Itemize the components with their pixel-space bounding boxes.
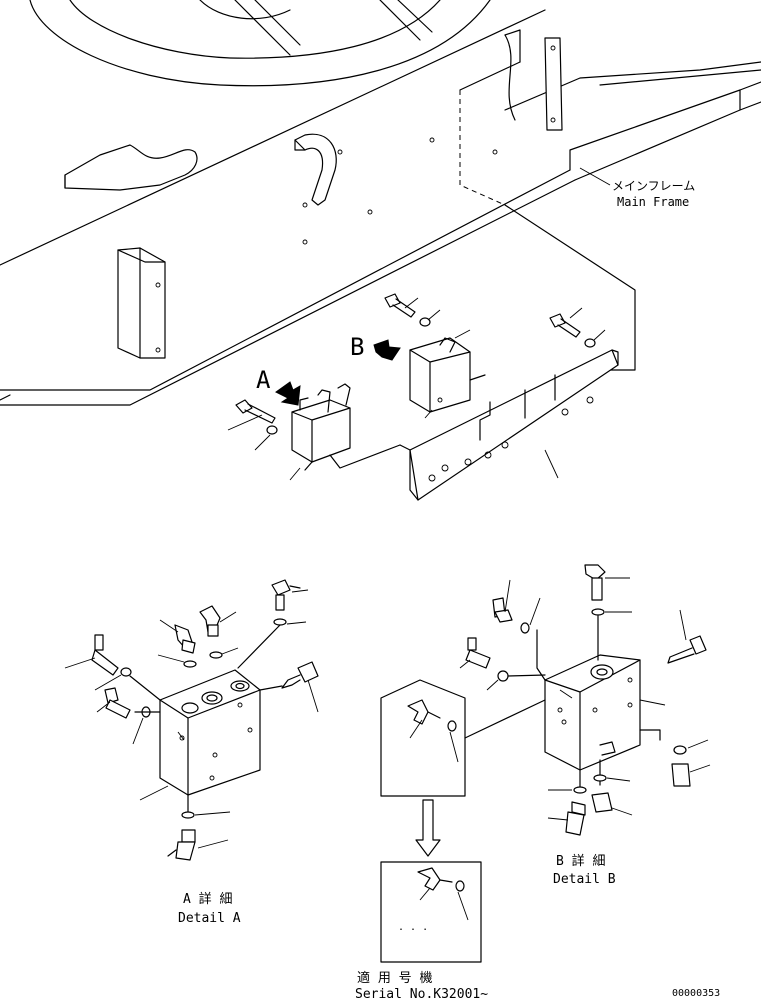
- main-frame-outline: [0, 0, 761, 406]
- main-frame-label-en: Main Frame: [617, 195, 689, 209]
- detail-b-fitting-top: [584, 564, 632, 661]
- serial-variant-box: . . .: [380, 861, 482, 963]
- bolt-a-upper: [227, 399, 278, 451]
- serial-label-en: Serial No.K32001~: [355, 987, 488, 1000]
- detail-a-valve-block: [139, 669, 261, 816]
- detail-b-label: B 詳 細 Detail B: [553, 853, 616, 887]
- variant-callout: [380, 679, 546, 797]
- detail-b-valve-block: [544, 654, 666, 791]
- detail-b-label-en: Detail B: [553, 872, 616, 887]
- valve-block-a: [289, 383, 411, 481]
- arrow-b: B: [350, 333, 401, 361]
- letter-b: B: [350, 333, 364, 361]
- drawing-number: 00000353: [672, 988, 720, 999]
- detail-a-label-jp: A 詳 細: [183, 891, 232, 907]
- detail-b-fitting-mid-left: [459, 637, 546, 691]
- detail-a-label-en: Detail A: [178, 911, 241, 926]
- main-frame-label: メインフレーム Main Frame: [579, 167, 695, 209]
- arrow-a: A: [256, 366, 301, 406]
- detail-a-fitting-bottom: [167, 811, 231, 861]
- detail-a-fitting-far-left: [64, 634, 161, 701]
- detail-b-fitting-upper-left: [492, 579, 546, 681]
- main-frame-label-jp: メインフレーム: [612, 179, 695, 193]
- detail-b-fitting-right-lower: [639, 729, 711, 787]
- detail-a-label: A 詳 細 Detail A: [178, 891, 241, 926]
- detail-a-fitting-lower-left: [96, 687, 161, 745]
- letter-a: A: [256, 366, 271, 394]
- bolt-right-upper: [549, 307, 606, 348]
- detail-a-fitting-elbow-mid: [199, 605, 239, 659]
- ellipsis-mark: . . .: [398, 922, 428, 933]
- mounting-bar: [409, 349, 619, 501]
- detail-a-bolt: [259, 661, 319, 713]
- detail-b-fitting-bottom: [547, 774, 633, 836]
- serial-label-jp: 適 用 号 機: [357, 970, 432, 986]
- down-arrow: [415, 799, 441, 857]
- detail-b-label-jp: B 詳 細: [556, 853, 605, 869]
- bolt-b-upper: [384, 293, 441, 327]
- detail-b-bolt: [667, 609, 707, 664]
- detail-a-fitting-top-right: [237, 579, 309, 669]
- valve-block-b: [409, 329, 486, 419]
- serial-label: 適 用 号 機 Serial No.K32001~: [355, 970, 488, 1000]
- detail-a-fitting-elbow-left: [157, 619, 197, 668]
